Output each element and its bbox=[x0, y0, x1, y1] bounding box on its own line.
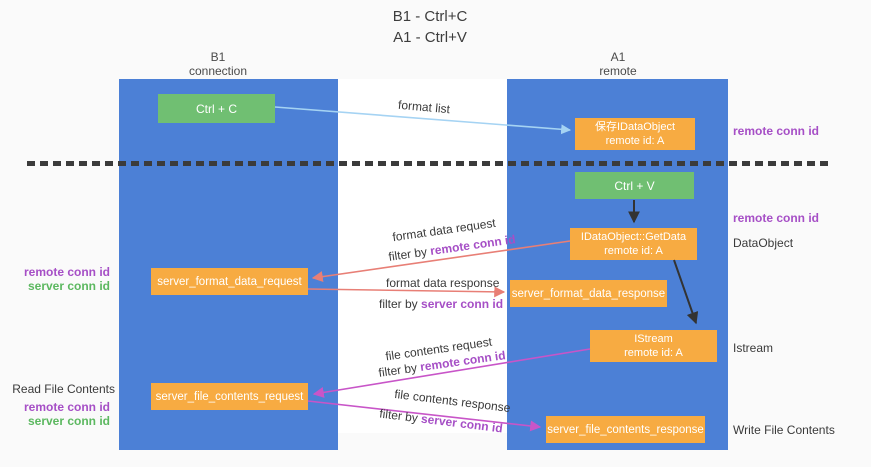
node-ctrl-v: Ctrl + V bbox=[575, 172, 694, 199]
left-conn-id-block-1: remote conn id server conn id bbox=[10, 265, 110, 293]
right-remote-conn-id-top: remote conn id bbox=[733, 124, 820, 138]
left-conn-id-block-2: remote conn id server conn id bbox=[10, 400, 110, 428]
node-server-file-contents-request: server_file_contents_request bbox=[151, 383, 308, 410]
node-format-request-label: server_format_data_request bbox=[157, 275, 302, 288]
node-ctrl-c: Ctrl + C bbox=[158, 94, 275, 123]
node-ctrl-c-label: Ctrl + C bbox=[195, 101, 237, 116]
left-remote-conn-id-2: remote conn id bbox=[23, 400, 110, 414]
node-save-dataobject: 保存IDataObject remote id: A bbox=[575, 118, 695, 150]
lane-left-name: B1 bbox=[210, 50, 226, 64]
node-istream-line1: IStream bbox=[634, 333, 673, 345]
filter-by-text: filter by bbox=[379, 297, 422, 311]
node-istream-line2: remote id: A bbox=[624, 347, 683, 359]
istream-label: Istream bbox=[733, 341, 774, 355]
dataobject-label: DataObject bbox=[733, 236, 794, 250]
node-save-dataobject-line1: 保存IDataObject bbox=[594, 121, 676, 133]
dashed-divider bbox=[27, 161, 832, 166]
node-server-format-data-response: server_format_data_response bbox=[510, 280, 667, 307]
diagram-title: B1 - Ctrl+C A1 - Ctrl+V bbox=[330, 6, 530, 48]
node-save-dataobject-line2: remote id: A bbox=[605, 135, 665, 147]
left-remote-conn-id-1: remote conn id bbox=[23, 265, 110, 279]
node-istream: IStream remote id: A bbox=[590, 330, 717, 362]
left-server-conn-id-2: server conn id bbox=[27, 414, 110, 428]
lane-left-subtitle: connection bbox=[188, 64, 248, 78]
left-server-conn-id-1: server conn id bbox=[27, 279, 110, 293]
node-getdata-line1: IDataObject::GetData bbox=[580, 231, 687, 243]
server-conn-id-text: server conn id bbox=[421, 297, 504, 311]
lane-header-left: B1 connection bbox=[158, 50, 278, 78]
node-server-file-contents-response: server_file_contents_response bbox=[546, 416, 705, 443]
title-line-2: A1 - Ctrl+V bbox=[393, 29, 467, 46]
read-file-contents-label: Read File Contents bbox=[5, 382, 115, 396]
write-file-contents-label: Write File Contents bbox=[733, 423, 835, 437]
lane-right-subtitle: remote bbox=[599, 64, 637, 78]
node-ctrl-v-label: Ctrl + V bbox=[614, 178, 655, 193]
node-file-response-label: server_file_contents_response bbox=[547, 423, 704, 436]
node-file-request-label: server_file_contents_request bbox=[155, 390, 304, 403]
title-line-1: B1 - Ctrl+C bbox=[392, 8, 468, 25]
lane-right-name: A1 bbox=[610, 50, 626, 64]
read-file-contents-text: Read File Contents bbox=[12, 382, 115, 396]
node-format-response-label: server_format_data_response bbox=[511, 287, 666, 300]
right-remote-conn-id-mid: remote conn id bbox=[733, 211, 820, 225]
format-data-response-text: format data response bbox=[386, 276, 500, 290]
lane-header-right: A1 remote bbox=[558, 50, 678, 78]
node-getdata: IDataObject::GetData remote id: A bbox=[570, 228, 697, 260]
edge-label-format-data-response: format data response bbox=[386, 276, 499, 290]
node-server-format-data-request: server_format_data_request bbox=[151, 268, 308, 295]
node-getdata-line2: remote id: A bbox=[604, 245, 663, 257]
edge-label-filter-server-1: filter by server conn id bbox=[379, 297, 503, 311]
